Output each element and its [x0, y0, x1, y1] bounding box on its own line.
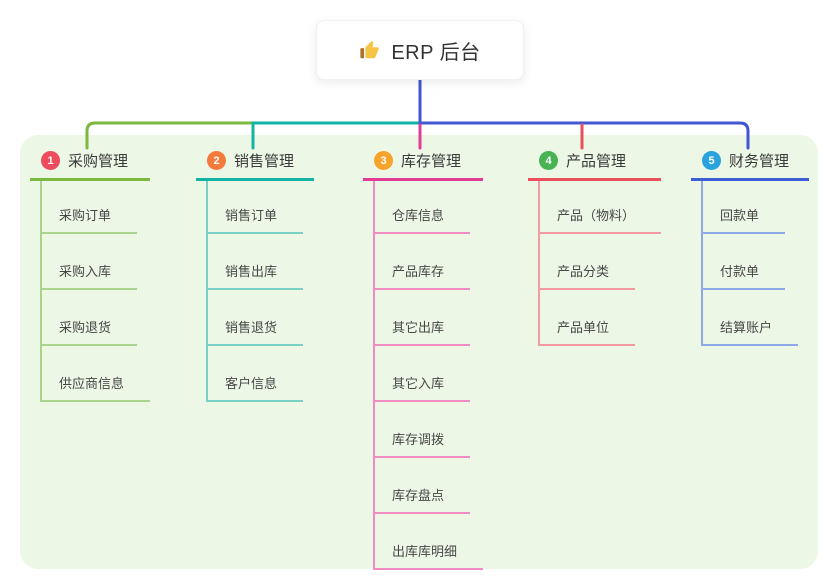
child-label: 产品单位: [557, 320, 610, 335]
branch-4: 4 产品管理产品（物料） 产品分类产品单位: [528, 150, 662, 346]
child-node[interactable]: 库存盘点: [375, 458, 471, 514]
child-label: 采购退货: [59, 320, 112, 335]
child-node[interactable]: 出库库明细: [375, 514, 484, 570]
child-label: 仓库信息: [392, 208, 445, 223]
root-node[interactable]: ERP 后台: [316, 20, 524, 80]
child-label: 其它入库: [392, 376, 445, 391]
branch-title: 库存管理: [401, 153, 462, 170]
child-node[interactable]: 产品分类: [540, 234, 636, 290]
branch-children: 仓库信息产品库存其它出库其它入库库存调拨库存盘点出库库明细: [373, 181, 484, 570]
child-node[interactable]: 库存调拨: [375, 402, 471, 458]
branch-header-1[interactable]: 1 采购管理: [30, 150, 151, 181]
child-node[interactable]: 客户信息: [208, 346, 304, 402]
branch-children: 销售订单销售出库销售退货客户信息: [206, 181, 314, 402]
branch-number-badge: 3: [374, 151, 393, 170]
child-node[interactable]: 产品（物料）: [540, 181, 662, 234]
child-node[interactable]: 销售退货: [208, 290, 304, 346]
mindmap-panel: [20, 135, 818, 569]
branch-title: 财务管理: [729, 153, 790, 170]
child-node[interactable]: 销售出库: [208, 234, 304, 290]
child-label: 销售退货: [225, 320, 278, 335]
branch-title: 销售管理: [234, 153, 295, 170]
child-label: 客户信息: [225, 376, 278, 391]
root-label: ERP 后台: [391, 41, 481, 64]
child-label: 产品分类: [557, 264, 610, 279]
child-node[interactable]: 结算账户: [703, 290, 799, 346]
child-node[interactable]: 供应商信息: [42, 346, 151, 402]
child-node[interactable]: 采购入库: [42, 234, 138, 290]
child-label: 出库库明细: [392, 544, 458, 559]
child-node[interactable]: 销售订单: [208, 181, 304, 234]
branch-header-4[interactable]: 4 产品管理: [528, 150, 662, 181]
child-label: 产品（物料）: [557, 208, 636, 223]
child-node[interactable]: 产品库存: [375, 234, 471, 290]
child-node[interactable]: 回款单: [703, 181, 786, 234]
branch-children: 产品（物料） 产品分类产品单位: [538, 181, 662, 346]
child-node[interactable]: 其它出库: [375, 290, 471, 346]
branch-children: 回款单付款单结算账户: [701, 181, 809, 346]
child-node[interactable]: 采购订单: [42, 181, 138, 234]
branch-number-badge: 1: [41, 151, 60, 170]
child-node[interactable]: 产品单位: [540, 290, 636, 346]
child-label: 回款单: [720, 208, 760, 223]
branch-number-badge: 2: [207, 151, 226, 170]
branch-3: 3 库存管理仓库信息产品库存其它出库其它入库库存调拨库存盘点出库库明细: [363, 150, 484, 570]
thumbs-up-icon: [359, 39, 381, 61]
child-node[interactable]: 付款单: [703, 234, 786, 290]
child-label: 销售出库: [225, 264, 278, 279]
branch-title: 采购管理: [68, 153, 129, 170]
child-label: 采购入库: [59, 264, 112, 279]
child-node[interactable]: 仓库信息: [375, 181, 471, 234]
child-node[interactable]: 其它入库: [375, 346, 471, 402]
branch-number-badge: 5: [702, 151, 721, 170]
child-label: 供应商信息: [59, 376, 125, 391]
child-label: 结算账户: [720, 320, 773, 335]
branch-header-2[interactable]: 2 销售管理: [196, 150, 314, 181]
child-label: 销售订单: [225, 208, 278, 223]
branch-2: 2 销售管理销售订单销售出库销售退货客户信息: [196, 150, 314, 402]
branch-1: 1 采购管理采购订单采购入库采购退货供应商信息: [30, 150, 151, 402]
child-label: 产品库存: [392, 264, 445, 279]
child-label: 采购订单: [59, 208, 112, 223]
child-node[interactable]: 采购退货: [42, 290, 138, 346]
child-label: 库存盘点: [392, 488, 445, 503]
child-label: 付款单: [720, 264, 760, 279]
branch-header-5[interactable]: 5 财务管理: [691, 150, 809, 181]
branch-header-3[interactable]: 3 库存管理: [363, 150, 484, 181]
child-label: 其它出库: [392, 320, 445, 335]
branch-5: 5 财务管理回款单付款单结算账户: [691, 150, 809, 346]
child-label: 库存调拨: [392, 432, 445, 447]
branch-title: 产品管理: [566, 153, 627, 170]
branch-number-badge: 4: [539, 151, 558, 170]
branch-children: 采购订单采购入库采购退货供应商信息: [40, 181, 151, 402]
